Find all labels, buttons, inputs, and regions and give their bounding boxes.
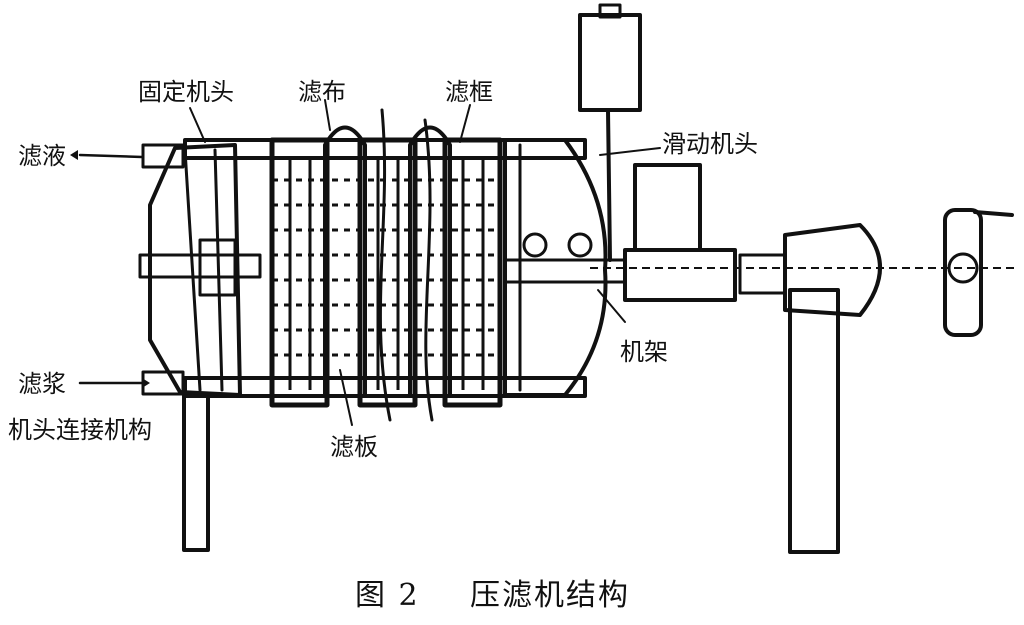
fixed-head <box>148 143 242 397</box>
label-filter-cloth: 滤布 <box>298 78 346 106</box>
label-filtrate: 滤液 <box>18 142 66 170</box>
label-slurry: 滤浆 <box>18 370 66 398</box>
caption-title: 压滤机结构 <box>470 578 630 613</box>
label-head-connector: 机头连接机构 <box>8 416 152 444</box>
label-filter-frame: 滤框 <box>445 78 493 106</box>
filter-plates-frames <box>269 108 503 422</box>
label-filter-plate: 滤板 <box>330 433 378 461</box>
filter-press-drawing <box>138 3 1015 554</box>
support-legs <box>182 288 840 554</box>
sliding-head <box>503 138 627 397</box>
label-sliding-head: 滑动机头 <box>662 130 758 158</box>
caption-figure-number: 图 2 <box>355 578 420 613</box>
figure-caption: 图 2 压滤机结构 <box>355 578 630 613</box>
leader-lines <box>70 99 661 426</box>
gearbox-and-handwheel <box>623 208 1014 337</box>
labels: 固定机头 滤布 滤框 滑动机头 滤液 滤浆 机头连接机构 滤板 机架 <box>8 78 758 461</box>
label-fixed-head: 固定机头 <box>138 78 234 106</box>
label-machine-frame: 机架 <box>620 338 668 366</box>
